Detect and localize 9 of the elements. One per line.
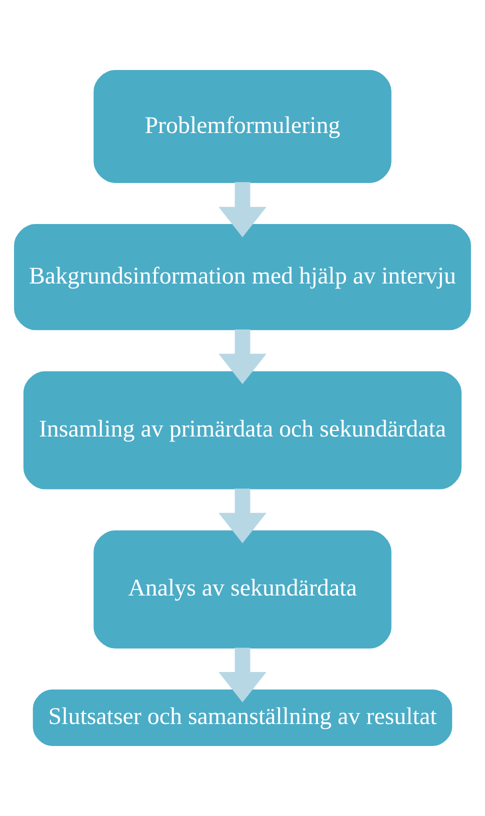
arrow bbox=[218, 329, 266, 384]
arrow bbox=[218, 182, 266, 238]
node-box: Problemformulering bbox=[94, 70, 392, 183]
node-box: Slutsatser och samanställning av resultat bbox=[32, 690, 452, 746]
node-box: Analys av sekundärdata bbox=[94, 530, 392, 648]
node-box: Bakgrundsinformation med hjälp av intervju bbox=[14, 224, 471, 330]
arrow bbox=[218, 648, 266, 702]
arrow bbox=[218, 488, 266, 544]
node-box: Insamling av primärdata och sekundärdata bbox=[23, 371, 462, 490]
